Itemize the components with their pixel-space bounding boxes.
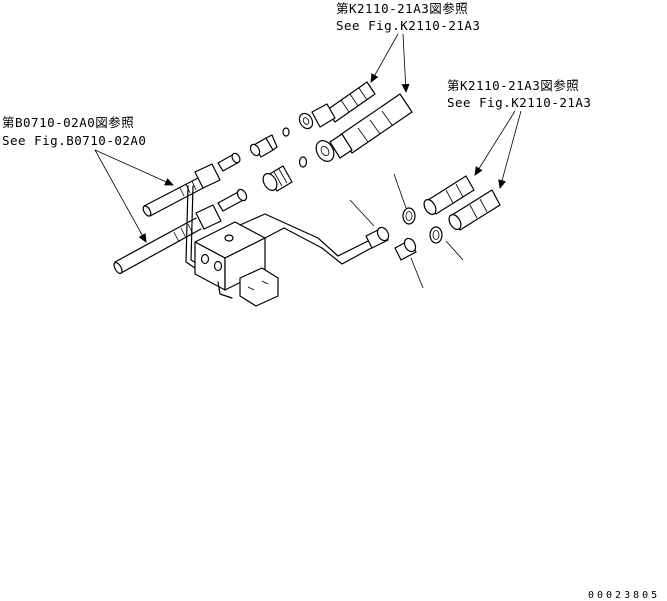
- left-callout-line1: 第B0710-02A0図参照: [2, 115, 134, 130]
- valve-block-assembly: [113, 152, 376, 307]
- leader-arrows: [94, 33, 522, 243]
- right-callout-line1: 第K2110-21A3図参照: [447, 78, 579, 93]
- top-callout-line2: See Fig.K2110-21A3: [336, 18, 480, 33]
- upper-hose-assembly: [282, 81, 413, 168]
- top-callout-line1: 第K2110-21A3図参照: [336, 1, 468, 16]
- figure-number: 00023805: [588, 590, 660, 601]
- right-fittings: [349, 173, 501, 289]
- adapter-fittings: [249, 134, 293, 192]
- right-callout-line2: See Fig.K2110-21A3: [447, 95, 591, 110]
- left-callout-line2: See Fig.B0710-02A0: [2, 133, 146, 148]
